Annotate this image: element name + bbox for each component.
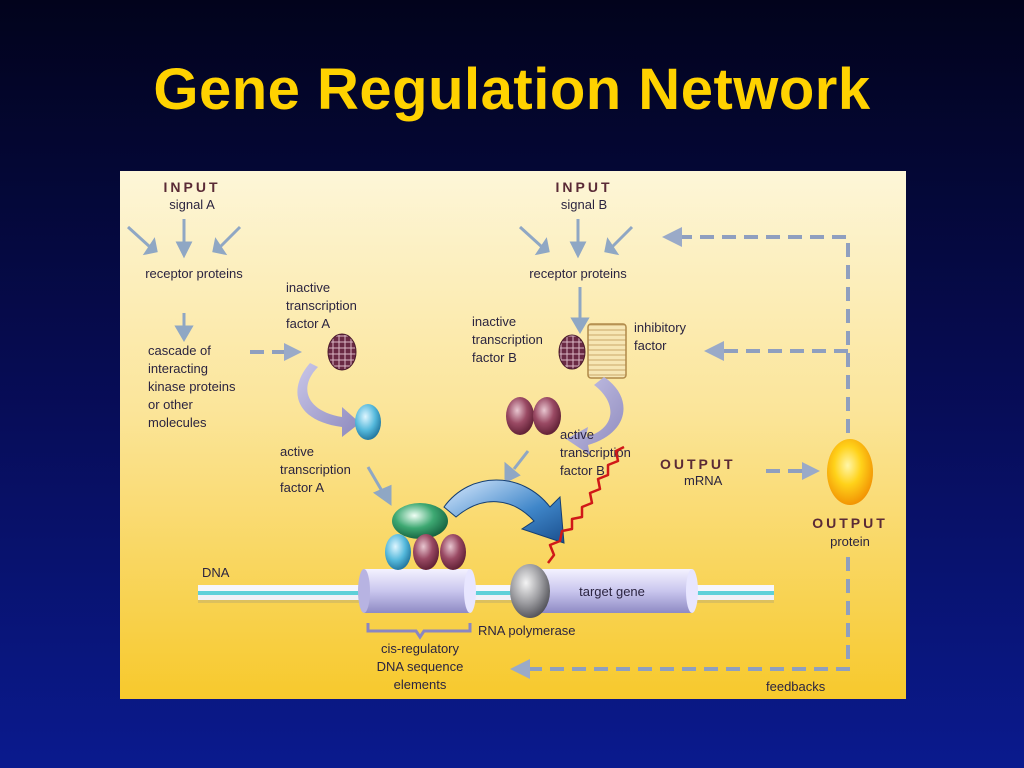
- svg-text:DNA sequence: DNA sequence: [377, 659, 464, 674]
- inhibitory-factor-block: [587, 323, 627, 379]
- activation-a-curved-arrow: [297, 363, 360, 437]
- rna-polymerase-molecule: [510, 564, 550, 618]
- factor-a-to-dna-arrow: [366, 466, 392, 506]
- svg-text:factor A: factor A: [286, 316, 330, 331]
- cis-regulatory-cylinder: [358, 569, 476, 613]
- gene-regulation-diagram: INPUT signal A receptor proteins cascade…: [120, 171, 906, 699]
- output-mrna-sub: mRNA: [684, 473, 723, 488]
- active-factor-b-molecule-1: [506, 397, 534, 435]
- svg-text:elements: elements: [394, 677, 447, 692]
- target-gene-cylinder: [534, 569, 698, 613]
- cis-regulatory-bracket: [366, 623, 472, 640]
- receptor-b-label: receptor proteins: [529, 266, 627, 281]
- input-signal-a: INPUT signal A: [164, 179, 221, 212]
- svg-text:transcription: transcription: [280, 462, 351, 477]
- input-a-arrows: [126, 219, 242, 259]
- factor-b-to-dna-arrow: [504, 450, 530, 484]
- active-factor-b-label: active transcription factor B: [560, 427, 631, 478]
- dna-label: DNA: [202, 565, 230, 580]
- output-protein-sub: protein: [830, 534, 870, 549]
- input-signal-b: INPUT signal B: [556, 179, 613, 212]
- svg-text:or other: or other: [148, 397, 193, 412]
- input-a-sub: signal A: [169, 197, 215, 212]
- output-mrna: OUTPUT mRNA: [660, 456, 736, 488]
- input-b-arrows: [518, 219, 634, 259]
- inactive-factor-a-molecule: [327, 333, 357, 371]
- bound-factor-b-2: [440, 534, 466, 570]
- receptor-a-down-arrow: [174, 313, 194, 342]
- inactive-factor-b-label: inactive transcription factor B: [472, 314, 543, 365]
- feedbacks-label: feedbacks: [766, 679, 826, 694]
- svg-text:transcription: transcription: [560, 445, 631, 460]
- svg-text:inhibitory: inhibitory: [634, 320, 687, 335]
- cis-regulatory-label: cis-regulatory DNA sequence elements: [377, 641, 464, 692]
- inhibitory-factor-label: inhibitory factor: [634, 320, 687, 353]
- bound-factor-a: [385, 534, 411, 570]
- feedback-loop-bottom: [510, 557, 850, 679]
- rna-polymerase-label: RNA polymerase: [478, 623, 576, 638]
- svg-text:inactive: inactive: [286, 280, 330, 295]
- receptor-b-down-arrow: [570, 287, 590, 334]
- feedback-loop-top: [662, 227, 850, 433]
- svg-text:cis-regulatory: cis-regulatory: [381, 641, 460, 656]
- inactive-factor-a-label: inactive transcription factor A: [286, 280, 357, 331]
- dna-strand: [198, 585, 774, 603]
- output-mrna-heading: OUTPUT: [660, 456, 736, 472]
- output-protein-molecule: [827, 439, 873, 505]
- svg-text:factor B: factor B: [472, 350, 517, 365]
- cascade-to-factor-a-arrow: [250, 343, 302, 361]
- svg-text:interacting: interacting: [148, 361, 208, 376]
- svg-text:factor B: factor B: [560, 463, 605, 478]
- active-factor-a-label: active transcription factor A: [280, 444, 351, 495]
- cascade-label: cascade of interacting kinase proteins o…: [148, 343, 236, 430]
- target-gene-label: target gene: [579, 584, 645, 599]
- input-b-sub: signal B: [561, 197, 607, 212]
- mrna-strand: [547, 445, 625, 564]
- svg-text:factor: factor: [634, 338, 667, 353]
- mediator-complex: [392, 503, 448, 539]
- svg-text:transcription: transcription: [286, 298, 357, 313]
- output-protein-heading: OUTPUT: [812, 515, 888, 531]
- svg-text:factor A: factor A: [280, 480, 324, 495]
- active-factor-b-molecule-2: [533, 397, 561, 435]
- figure-background: [120, 171, 906, 699]
- input-a-heading: INPUT: [164, 179, 221, 195]
- receptor-a-label: receptor proteins: [145, 266, 243, 281]
- svg-text:transcription: transcription: [472, 332, 543, 347]
- bound-factor-b-1: [413, 534, 439, 570]
- output-protein: OUTPUT protein: [812, 515, 888, 549]
- feedback-to-inhibitory-arrow: [704, 341, 848, 361]
- active-factor-a-molecule: [355, 404, 381, 440]
- input-b-heading: INPUT: [556, 179, 613, 195]
- activation-curved-arrow: [443, 479, 565, 544]
- inactive-factor-b-molecule: [558, 334, 586, 370]
- svg-text:molecules: molecules: [148, 415, 207, 430]
- activation-b-curved-arrow: [566, 377, 624, 455]
- slide-title: Gene Regulation Network: [153, 57, 871, 122]
- svg-text:cascade of: cascade of: [148, 343, 211, 358]
- svg-text:active: active: [280, 444, 314, 459]
- svg-text:kinase proteins: kinase proteins: [148, 379, 236, 394]
- svg-text:active: active: [560, 427, 594, 442]
- mrna-to-protein-arrow: [766, 462, 820, 480]
- svg-text:inactive: inactive: [472, 314, 516, 329]
